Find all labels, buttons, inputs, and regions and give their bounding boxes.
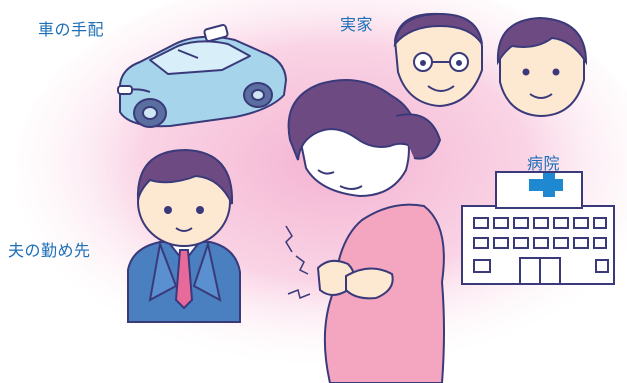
pregnant-woman-icon <box>287 79 445 383</box>
pain-lines-icon <box>285 225 311 300</box>
parents-home-label: 実家 <box>340 15 374 34</box>
hospital-label: 病院 <box>527 154 561 173</box>
hospital-icon <box>461 171 615 285</box>
husband-icon <box>127 148 241 323</box>
husband-workplace-label: 夫の勤め先 <box>8 241 91 260</box>
taxi-icon <box>117 24 287 128</box>
grandfather-icon <box>393 12 483 108</box>
car-arrangement-label: 車の手配 <box>38 20 105 39</box>
grandmother-icon <box>496 16 588 118</box>
